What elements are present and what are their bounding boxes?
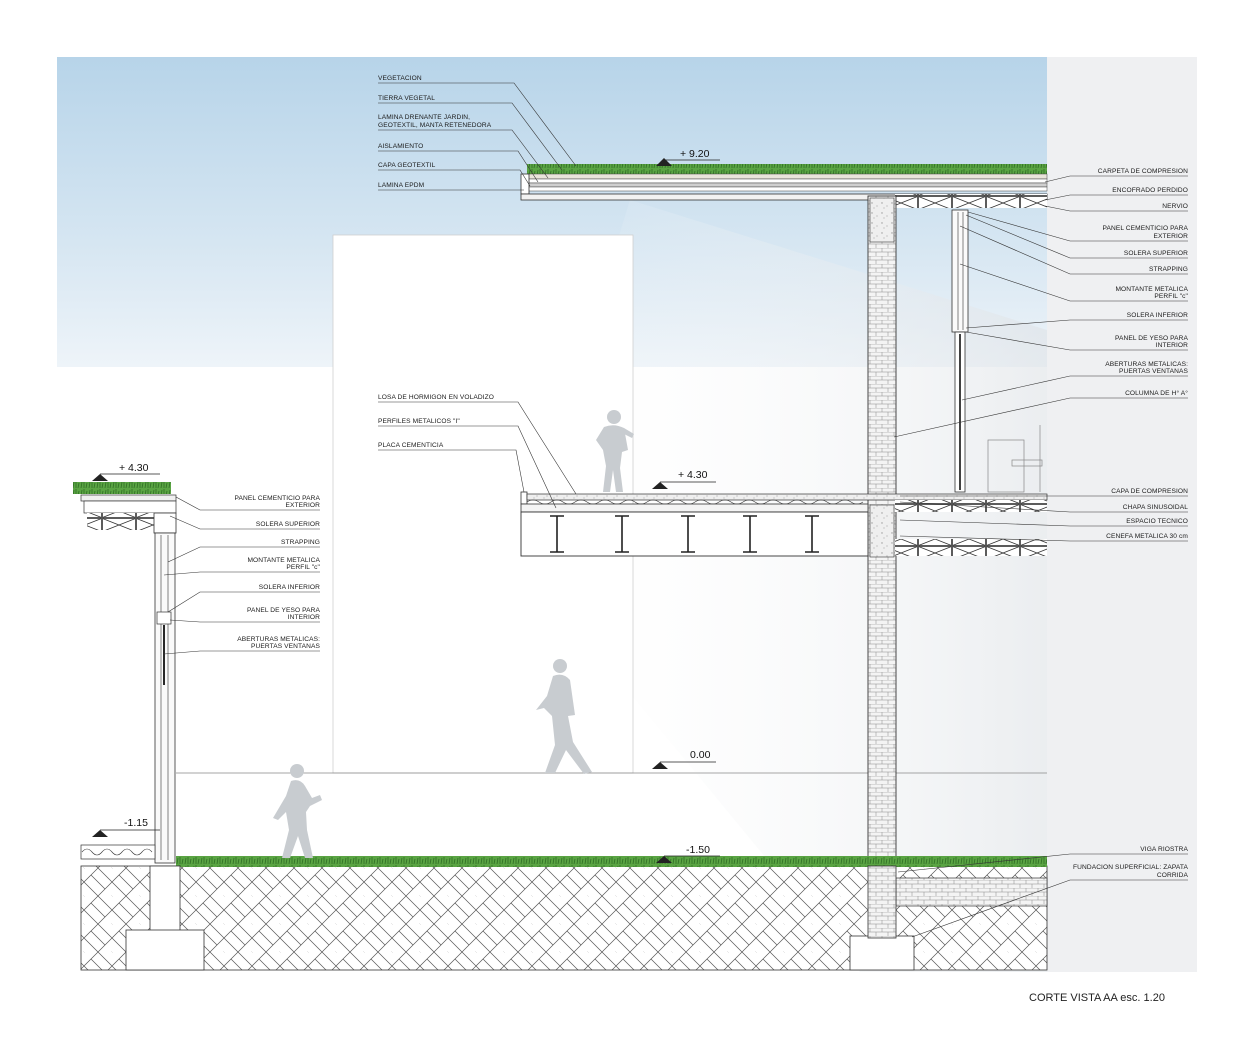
labels-right-top: CARPETA DE COMPRESION ENCOFRADO PERDIDO … xyxy=(1098,168,1189,397)
left-roof-grass xyxy=(73,482,171,494)
label-encofrado: ENCOFRADO PERDIDO xyxy=(1112,187,1188,194)
label-left-strapping: STRAPPING xyxy=(281,539,320,546)
label-vegetacion: VEGETACION xyxy=(378,75,422,82)
label-lamina-epdm: LAMINA EPDM xyxy=(378,182,424,189)
level-roof-text: + 9.20 xyxy=(680,148,710,160)
i-beams xyxy=(550,515,819,553)
level-left-lower: -1.15 xyxy=(92,817,160,837)
left-wall xyxy=(154,532,176,864)
person-lower xyxy=(273,764,322,858)
label-left-aberturas-2: PUERTAS VENTANAS xyxy=(251,643,321,650)
right-footing xyxy=(849,865,1048,971)
label-panel-yeso-1: PANEL DE YESO PARA xyxy=(1115,335,1189,342)
label-nervio: NERVIO xyxy=(1162,203,1188,210)
label-aberturas-2: PUERTAS VENTANAS xyxy=(1119,368,1189,375)
level-left-lower-text: -1.15 xyxy=(124,817,148,829)
garden-grass xyxy=(176,856,1047,867)
label-chapa-sinusoidal: CHAPA SINUSOIDAL xyxy=(1123,504,1188,511)
level-left-roof: + 4.30 xyxy=(92,462,160,481)
label-lamina-drenante-1: LAMINA DRENANTE JARDIN, xyxy=(378,114,470,121)
right-upper-wall xyxy=(951,209,969,493)
label-montante-1: MONTANTE METALICA xyxy=(1115,286,1188,293)
column xyxy=(867,195,897,957)
label-capa-geotextil: CAPA GEOTEXTIL xyxy=(378,162,436,169)
label-panel-cementicio-2: EXTERIOR xyxy=(1153,233,1188,240)
level-left-roof-text: + 4.30 xyxy=(119,462,149,474)
label-lamina-drenante-2: GEOTEXTIL, MANTA RETENEDORA xyxy=(378,122,492,129)
sky-background-right xyxy=(1047,57,1197,972)
level-garden-text: -1.50 xyxy=(686,844,710,856)
person-middle xyxy=(536,659,592,774)
label-left-yeso-2: INTERIOR xyxy=(288,614,320,621)
level-ground-text: 0.00 xyxy=(690,749,711,761)
label-tierra-vegetal: TIERRA VEGETAL xyxy=(378,95,435,102)
label-panel-cementicio-1: PANEL CEMENTICIO PARA xyxy=(1102,225,1188,232)
level-markers: + 9.20 + 4.30 + 4.30 0.00 -1.15 -1.50 xyxy=(92,148,720,863)
i-beam-profile-3 xyxy=(681,515,695,553)
labels-right-mid: CAPA DE COMPRESION CHAPA SINUSOIDAL ESPA… xyxy=(1106,488,1188,540)
person-upper xyxy=(596,410,634,492)
left-footing xyxy=(125,865,205,971)
drawing-title: CORTE VISTA AA esc. 1.20 xyxy=(1029,992,1165,1004)
label-left-solera-inferior: SOLERA INFERIOR xyxy=(259,584,320,591)
label-aberturas-1: ABERTURAS METALICAS: xyxy=(1105,361,1188,368)
label-montante-2: PERFIL "c" xyxy=(1154,293,1188,300)
left-structure xyxy=(73,482,177,864)
label-viga-riostra: VIGA RIOSTRA xyxy=(1140,846,1188,853)
labels-top-left: VEGETACION TIERRA VEGETAL LAMINA DRENANT… xyxy=(378,75,492,189)
label-left-solera-superior: SOLERA SUPERIOR xyxy=(256,521,320,528)
roof-grass xyxy=(527,164,1047,174)
label-placa-cementicia: PLACA CEMENTICIA xyxy=(378,442,444,449)
label-left-montante-2: PERFIL "c" xyxy=(286,564,320,571)
level-cantilever: + 4.30 xyxy=(652,469,716,489)
level-roof: + 9.20 xyxy=(656,148,720,166)
i-beam-profile-2 xyxy=(615,515,629,553)
level-ground: 0.00 xyxy=(652,749,716,769)
label-capa-compresion: CAPA DE COMPRESION xyxy=(1111,488,1188,495)
label-carpeta: CARPETA DE COMPRESION xyxy=(1098,168,1188,175)
label-aislamiento: AISLAMIENTO xyxy=(378,143,423,150)
label-losa-voladizo: LOSA DE HORMIGON EN VOLADIZO xyxy=(378,394,494,401)
label-perfiles-i: PERFILES METALICOS "I" xyxy=(378,418,460,425)
person-silhouettes xyxy=(273,410,634,858)
label-left-montante-1: MONTANTE METALICA xyxy=(247,557,320,564)
label-espacio-tecnico: ESPACIO TECNICO xyxy=(1126,518,1188,525)
level-cantilever-text: + 4.30 xyxy=(678,469,708,481)
roof-assembly xyxy=(520,164,1048,208)
label-cenefa: CENEFA METALICA 30 cm xyxy=(1106,533,1188,540)
i-beam-zone xyxy=(520,511,869,557)
i-beam-profile-4 xyxy=(743,515,757,553)
shadow-wedge xyxy=(520,200,1047,972)
label-left-aberturas-1: ABERTURAS METALICAS: xyxy=(237,636,320,643)
cantilever-slab xyxy=(520,491,1048,557)
label-columna: COLUMNA DE H° A° xyxy=(1125,389,1188,397)
label-fundacion-2: CORRIDA xyxy=(1157,872,1189,879)
labels-left: PANEL CEMENTICIO PARA EXTERIOR SOLERA SU… xyxy=(234,495,320,650)
label-strapping: STRAPPING xyxy=(1149,266,1188,273)
label-left-yeso-1: PANEL DE YESO PARA xyxy=(247,607,321,614)
label-panel-yeso-2: INTERIOR xyxy=(1156,342,1188,349)
i-beam-profile-5 xyxy=(805,515,819,553)
i-beam-profile-1 xyxy=(550,515,564,553)
label-solera-superior: SOLERA SUPERIOR xyxy=(1124,250,1188,257)
labels-center: LOSA DE HORMIGON EN VOLADIZO PERFILES ME… xyxy=(378,394,494,449)
label-solera-inferior: SOLERA INFERIOR xyxy=(1127,312,1188,319)
furniture-outline xyxy=(987,425,1043,493)
labels-right-bottom: VIGA RIOSTRA FUNDACION SUPERFICIAL: ZAPA… xyxy=(1073,846,1189,879)
label-left-panel-1: PANEL CEMENTICIO PARA xyxy=(234,495,320,502)
leader-lines xyxy=(163,82,1188,938)
label-left-panel-2: EXTERIOR xyxy=(285,502,320,509)
level-garden: -1.50 xyxy=(656,844,720,863)
label-fundacion-1: FUNDACION SUPERFICIAL: ZAPATA xyxy=(1073,864,1189,871)
